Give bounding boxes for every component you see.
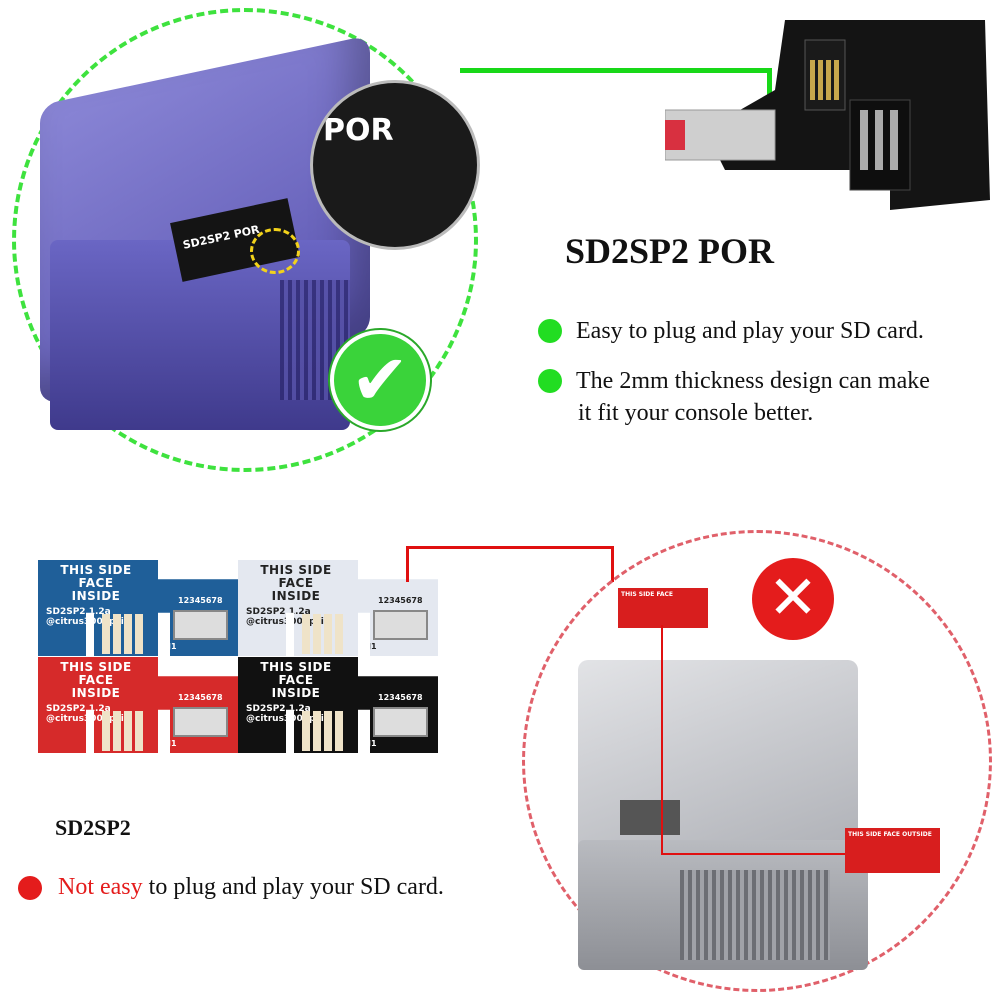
highlight-ring <box>250 228 300 274</box>
green-dashed-circle <box>12 8 478 472</box>
pin-numbers: 12345678 <box>378 596 423 605</box>
console-grille <box>680 870 830 960</box>
green-bullet-icon <box>538 319 562 343</box>
pin-numbers: 12345678 <box>178 693 223 702</box>
connector-line <box>406 546 614 549</box>
board-version: SD2SP2 1.2a <box>246 704 311 714</box>
board-label: INSIDE <box>271 686 321 700</box>
sd2sp2-por-board-image <box>665 20 990 210</box>
board-version: SD2SP2 1.2a <box>46 704 111 714</box>
feature-text: Easy to plug and play your SD card. <box>576 318 924 344</box>
pin-numbers: 12345678 <box>178 596 223 605</box>
guide-line <box>661 853 851 855</box>
red-bullet-icon <box>18 876 42 900</box>
green-bullet-icon <box>538 369 562 393</box>
connector-line <box>767 68 772 108</box>
connector-slot <box>173 707 228 737</box>
guide-line <box>661 625 663 855</box>
drawback-text: Not easy to plug and play your SD card. <box>58 871 444 903</box>
board-pins <box>302 711 343 751</box>
board-version: SD2SP2 1.2a <box>46 607 111 617</box>
section-title: SD2SP2 <box>55 815 131 840</box>
board-label: THIS SIDE FACE <box>260 660 332 687</box>
j1-label: J1 <box>368 739 377 748</box>
product-title: SD2SP2 POR <box>565 231 775 271</box>
board-author: @citrus3000psi <box>46 617 124 627</box>
board-author: @citrus3000psi <box>246 617 324 627</box>
board-label: INSIDE <box>71 686 121 700</box>
connector-line <box>406 546 409 582</box>
board-version: SD2SP2 1.2a <box>246 607 311 617</box>
connector-slot <box>373 610 428 640</box>
board-label: THIS SIDE FACE <box>621 591 674 598</box>
board-label: THIS SIDE FACE <box>260 563 332 590</box>
board-pins <box>302 614 343 654</box>
board-label: THIS SIDE FACE <box>60 563 132 590</box>
board-author: @citrus3000psi <box>46 714 124 724</box>
highlight-text: Not easy <box>58 874 143 900</box>
board-pins <box>102 614 143 654</box>
board-label: INSIDE <box>271 589 321 603</box>
connector-slot <box>173 610 228 640</box>
serial-port <box>620 800 680 835</box>
sd2sp2-mini-board: THIS SIDE FACE <box>618 588 708 628</box>
checkmark-icon: ✔ <box>330 330 430 430</box>
connector-slot <box>373 707 428 737</box>
sd2sp2-outside-board: THIS SIDE FACE OUTSIDE <box>845 828 940 873</box>
rest-text: to plug and play your SD card. <box>142 874 444 900</box>
j1-label: J1 <box>368 642 377 651</box>
board-pins <box>102 711 143 751</box>
red-dashed-circle <box>522 530 992 992</box>
zoom-inset: POR <box>310 80 480 250</box>
j1-label: J1 <box>168 642 177 651</box>
board-label: THIS SIDE FACE <box>60 660 132 687</box>
connector-line <box>611 546 614 582</box>
connector-line <box>460 68 772 73</box>
j1-label: J1 <box>168 739 177 748</box>
pin-numbers: 12345678 <box>378 693 423 702</box>
board-label: INSIDE <box>71 589 121 603</box>
feature-text: The 2mm thickness design can make <box>576 368 930 394</box>
feature-text: it fit your console better. <box>578 400 814 426</box>
board-author: @citrus3000psi <box>246 714 324 724</box>
cross-icon: ✕ <box>752 558 834 640</box>
